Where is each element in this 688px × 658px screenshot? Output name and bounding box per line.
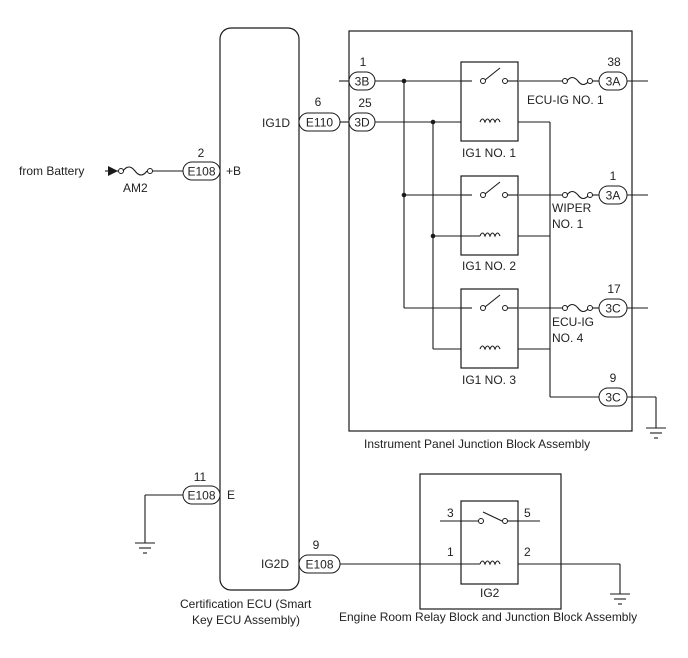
fuse-ecu-ig-no4	[562, 303, 593, 313]
connector-3c-bottom: 3C 9	[598, 371, 628, 407]
ig1-no2-relay-label: IG1 NO. 2	[462, 259, 516, 273]
pin-number: 11	[194, 470, 207, 484]
ig2-pin-5: 5	[524, 506, 531, 520]
fuse-ecu-ig-no1	[562, 76, 593, 86]
ig2-relay	[460, 500, 519, 585]
pin-number: 9	[610, 371, 617, 385]
certification-ecu-label-line2: Key ECU Assembly)	[192, 613, 300, 627]
connector-code: E108	[187, 489, 215, 503]
pin-number: 9	[313, 538, 320, 552]
connector-3d: 3D 25	[348, 96, 376, 132]
ig1d-terminal-label: IG1D	[262, 116, 290, 130]
connector-code: E108	[305, 558, 333, 572]
ground-symbol-ipjb	[646, 427, 666, 439]
certification-ecu-label-line1: Certification ECU (Smart	[180, 597, 312, 611]
ground-symbol-ig2	[610, 593, 630, 605]
pin-number: 17	[607, 282, 621, 296]
connector-code: 3B	[355, 75, 370, 89]
ig1-no1-relay	[460, 61, 519, 142]
connector-code: E108	[187, 165, 215, 179]
plus-b-terminal-label: +B	[226, 164, 241, 178]
ig2-pin-1: 1	[447, 545, 454, 559]
instrument-panel-jb-label: Instrument Panel Junction Block Assembly	[364, 437, 590, 451]
connector-code: 3A	[606, 189, 621, 203]
connector-e108-b: E108 2	[182, 146, 221, 181]
connector-e110: E110 6	[298, 95, 341, 132]
connector-code: 3C	[605, 391, 621, 405]
connector-e108-ig2d: E108 9	[298, 538, 341, 574]
connector-code: 3D	[354, 116, 370, 130]
certification-ecu-body	[219, 27, 300, 591]
wiper-no1-fuse-label: NO. 1	[552, 217, 584, 231]
ig2-pin-3: 3	[447, 506, 454, 520]
ig1-no1-relay-label: IG1 NO. 1	[462, 146, 516, 160]
ig2-pin-2: 2	[524, 545, 531, 559]
connector-3a-mid: 3A 1	[598, 169, 628, 205]
connector-e108-e: E108 11	[182, 470, 221, 505]
pin-number: 25	[358, 96, 372, 110]
junction-dots	[401, 78, 436, 239]
ecu-ig-no4-fuse-label: NO. 4	[552, 331, 584, 345]
ground-symbol-e	[135, 542, 155, 554]
ig1-no3-relay	[460, 288, 519, 369]
connector-3b: 3B 1	[348, 55, 376, 91]
connector-3c-top: 3C 17	[598, 282, 628, 318]
am2-fuse-label: AM2	[123, 181, 148, 195]
connector-code: 3A	[606, 75, 621, 89]
e-terminal-label: E	[227, 488, 235, 502]
pin-number: 1	[610, 169, 617, 183]
ig2d-terminal-label: IG2D	[261, 557, 289, 571]
wiper-fuse-label: WIPER	[552, 201, 592, 215]
ecu-ig-no1-fuse-label: ECU-IG NO. 1	[527, 93, 604, 107]
ig2-relay-label: IG2	[480, 586, 500, 600]
pin-number: 38	[607, 55, 621, 69]
pin-number: 2	[198, 146, 205, 160]
from-battery-label: from Battery	[19, 164, 84, 178]
ecu-ig-fuse-label: ECU-IG	[552, 315, 594, 329]
fuse-wiper-no1	[562, 190, 593, 200]
pin-number: 1	[360, 55, 367, 69]
connector-code: 3C	[605, 302, 621, 316]
ig1-no2-relay	[460, 175, 519, 256]
ig1-no3-relay-label: IG1 NO. 3	[462, 373, 516, 387]
connector-code: E110	[306, 116, 333, 130]
connector-3a-top: 3A 38	[598, 55, 628, 91]
engine-room-block-label: Engine Room Relay Block and Junction Blo…	[339, 610, 637, 624]
fuse-am2	[108, 166, 153, 176]
pin-number: 6	[315, 95, 322, 109]
